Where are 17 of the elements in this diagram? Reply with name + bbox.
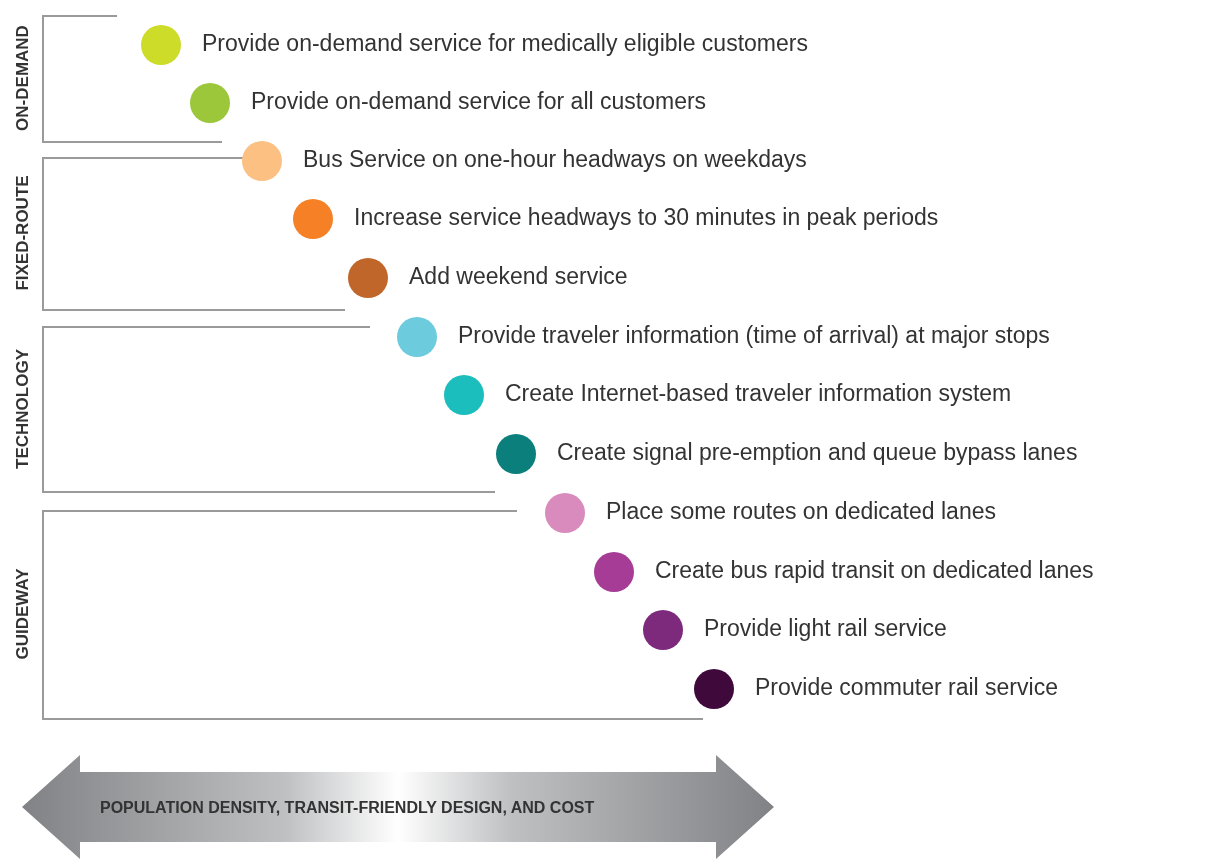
item-text: Provide light rail service — [704, 614, 947, 642]
item-text: Increase service headways to 30 minutes in peak periods — [354, 203, 939, 231]
item-text: Add weekend service — [409, 262, 628, 290]
axis-label: POPULATION DENSITY, TRANSIT-FRIENDLY DESIGN, AND COST — [100, 798, 595, 818]
item-text: Provide commuter rail service — [755, 673, 1058, 701]
category-label: FIXED-ROUTE — [12, 175, 34, 291]
category-label: ON-DEMAND — [12, 25, 34, 131]
category-label: TECHNOLOGY — [12, 348, 34, 469]
item-text: Provide on-demand service for medically eligible customers — [202, 29, 808, 57]
item-text: Create Internet-based traveler information system — [505, 379, 1012, 407]
item-text: Bus Service on one-hour headways on weekdays — [303, 145, 807, 173]
item-text: Create signal pre-emption and queue bypass lanes — [557, 438, 1078, 466]
item-text: Create bus rapid transit on dedicated lanes — [655, 556, 1094, 584]
item-text: Place some routes on dedicated lanes — [606, 497, 996, 525]
item-text: Provide on-demand service for all customers — [251, 87, 707, 115]
category-label: GUIDEWAY — [12, 568, 34, 660]
item-text: Provide traveler information (time of arrival) at major stops — [458, 321, 1050, 349]
